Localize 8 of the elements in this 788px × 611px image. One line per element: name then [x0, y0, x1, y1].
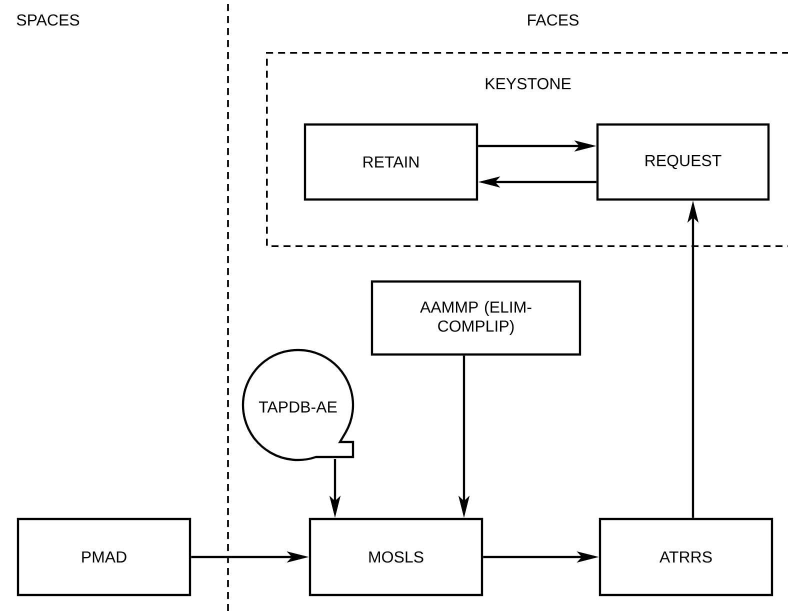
region-label: FACES [528, 14, 578, 26]
region-label: SPACES [16, 14, 80, 26]
process-box: ATRRS [598, 518, 774, 596]
process-box: RETAIN [304, 123, 478, 201]
process-box: MOSLS [308, 518, 484, 596]
process-box: AAMMP (ELIM-COMPLIP) [370, 280, 582, 356]
process-box: REQUEST [596, 123, 770, 201]
process-box: PMAD [16, 518, 192, 596]
